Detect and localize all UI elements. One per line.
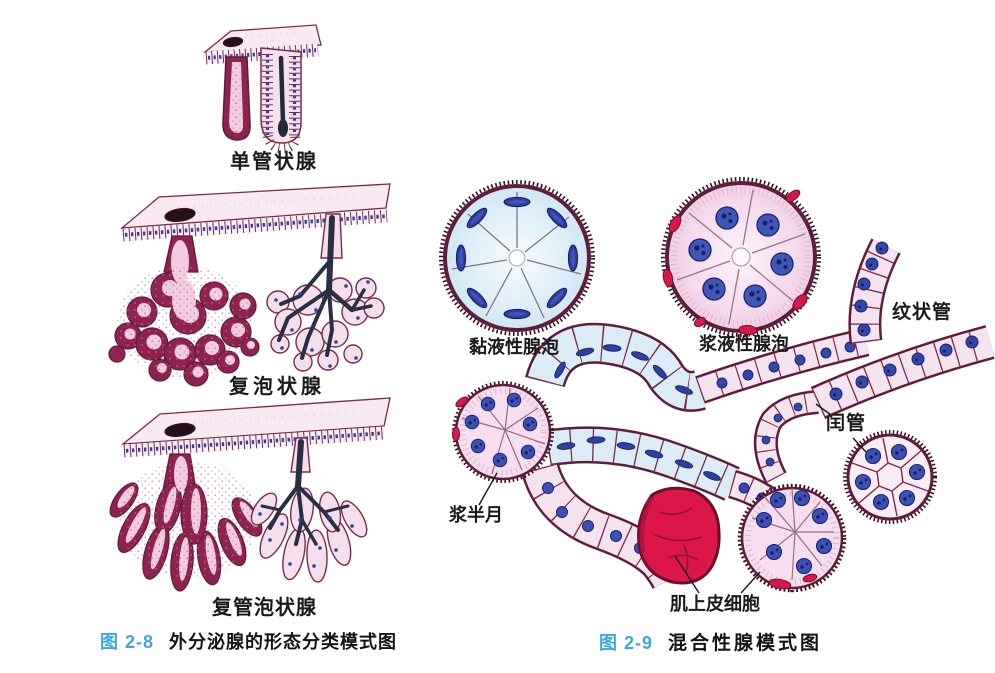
intercalated-duct-cross-section [843,430,937,524]
label-striated-duct: 纹状管 [892,302,953,323]
label-intercalated-duct: 闰管 [826,413,867,434]
label-mucous-acinus: 黏液性腺泡 [469,337,559,357]
figure-2-8-caption: 图 2-8 外分泌腺的形态分类模式图 [100,628,397,654]
serous-acinus-bottom [737,483,847,593]
myoepithelial-cell-shape [637,486,721,585]
demilune-acinus [452,381,554,483]
compound-acinar-gland-illustration [108,183,391,387]
label-compound-acinar-gland: 复泡状腺 [229,376,325,398]
label-myoepithelial-cell: 肌上皮细胞 [670,594,760,614]
serous-acinus-circle [661,177,821,337]
compound-tubuloacinar-gland-illustration [109,397,391,592]
label-compound-tubuloacinar-gland: 复管泡状腺 [212,597,317,619]
compound-acinar-solid-cluster [108,235,260,387]
leader-lines [478,403,867,594]
figure-2-9-caption-title: 混合性腺模式图 [668,633,823,654]
compound-tubuloacinar-cellular-cluster [250,437,368,583]
mucous-acinus-circle [439,180,595,336]
mixed-gland-illustration [439,177,995,594]
label-serous-demilune: 浆半月 [449,505,503,525]
compound-tubuloacinar-solid-cluster [109,453,263,592]
compound-acinar-cellular-cluster [266,213,385,372]
figure-2-8-caption-number: 图 2-8 [100,632,155,652]
simple-tubular-gland-illustration [203,24,322,154]
figure-2-9-caption-number: 图 2-9 [599,633,654,653]
figure-2-8-caption-title: 外分泌腺的形态分类模式图 [169,632,398,652]
label-serous-acinus: 浆液性腺泡 [699,334,789,354]
figure-2-9-caption: 图 2-9 混合性腺模式图 [599,628,822,655]
label-simple-tubular-gland: 单管状腺 [230,151,318,173]
